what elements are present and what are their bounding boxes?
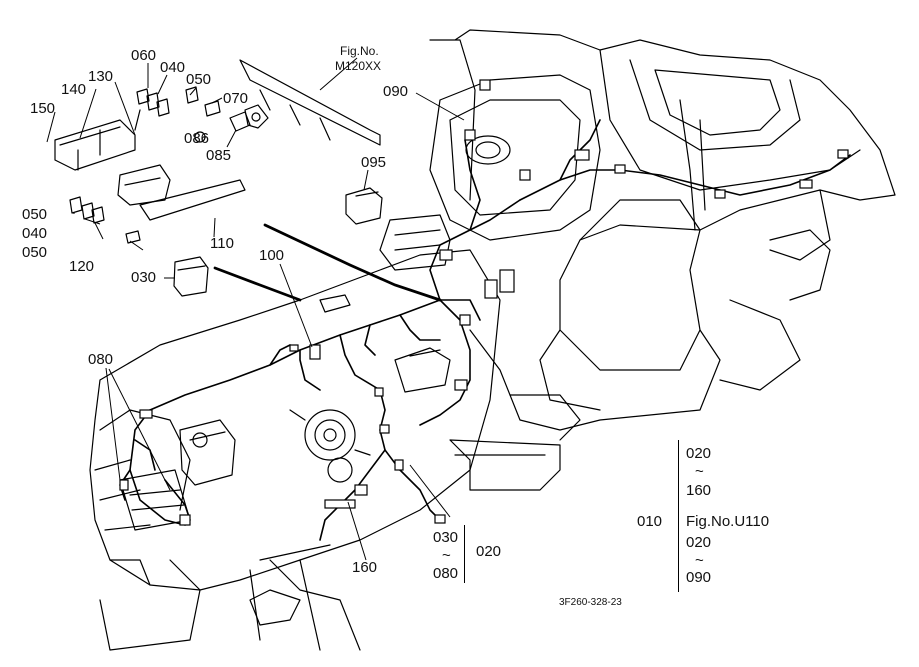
assembly-main-label: 010 (637, 513, 663, 530)
part-label-070: 070 (223, 90, 249, 107)
part-label-085: 085 (206, 147, 232, 164)
part-label-120: 120 (69, 258, 95, 275)
assembly-r2-from: 020 (686, 534, 712, 551)
starter-motor (394, 347, 451, 393)
part-label-130: 130 (88, 68, 114, 85)
ref-bracket (239, 59, 381, 146)
part-label-095: 095 (361, 154, 387, 171)
assembly-tilde-2: ~ (695, 552, 704, 569)
part-label-160: 160 (352, 559, 378, 576)
part-label-050: 050 (22, 206, 48, 223)
fig-ref-code: M120XX (335, 59, 382, 73)
range-bracket (462, 525, 465, 583)
drawing-code: 3F260-328-23 (559, 597, 622, 608)
part-120 (125, 230, 141, 244)
part-label-050: 050 (22, 244, 48, 261)
part-label-050: 050 (186, 71, 212, 88)
relay-030 (173, 256, 209, 297)
part-label-080: 080 (88, 351, 114, 368)
assembly-bracket (676, 440, 679, 592)
range-to: 080 (433, 565, 459, 582)
assembly-fig-ref: Fig.No.U110 (686, 513, 770, 530)
part-label-040: 040 (22, 225, 48, 242)
part-label-090: 090 (383, 83, 409, 100)
part-label-086: 086 (184, 130, 210, 147)
part-label-040: 040 (160, 59, 186, 76)
dash-panel (429, 74, 601, 241)
bracket-140 (54, 119, 136, 171)
range-from: 030 (433, 529, 459, 546)
part-label-030: 030 (131, 269, 157, 286)
part-label-150: 150 (30, 100, 56, 117)
plate-110 (139, 179, 246, 221)
wiring-harness (213, 223, 442, 302)
relay-095 (345, 187, 383, 225)
part-label-110: 110 (210, 235, 234, 252)
assembly-tilde-1: ~ (695, 463, 704, 480)
range-tilde: ~ (442, 547, 451, 564)
part-label-020: 020 (476, 543, 502, 560)
part-label-060: 060 (131, 47, 157, 64)
battery (179, 419, 236, 486)
part-label-140: 140 (61, 81, 87, 98)
range-group-020: 030 ~ 080 (430, 525, 466, 585)
step (449, 439, 561, 491)
assembly-r1-from: 020 (686, 445, 712, 462)
hood (89, 249, 501, 591)
part-label-100: 100 (259, 247, 285, 264)
alternator (304, 409, 356, 461)
fig-ref-label: Fig.No. (340, 44, 379, 58)
assembly-r1-to: 160 (686, 482, 712, 499)
assembly-r2-to: 090 (686, 569, 712, 586)
